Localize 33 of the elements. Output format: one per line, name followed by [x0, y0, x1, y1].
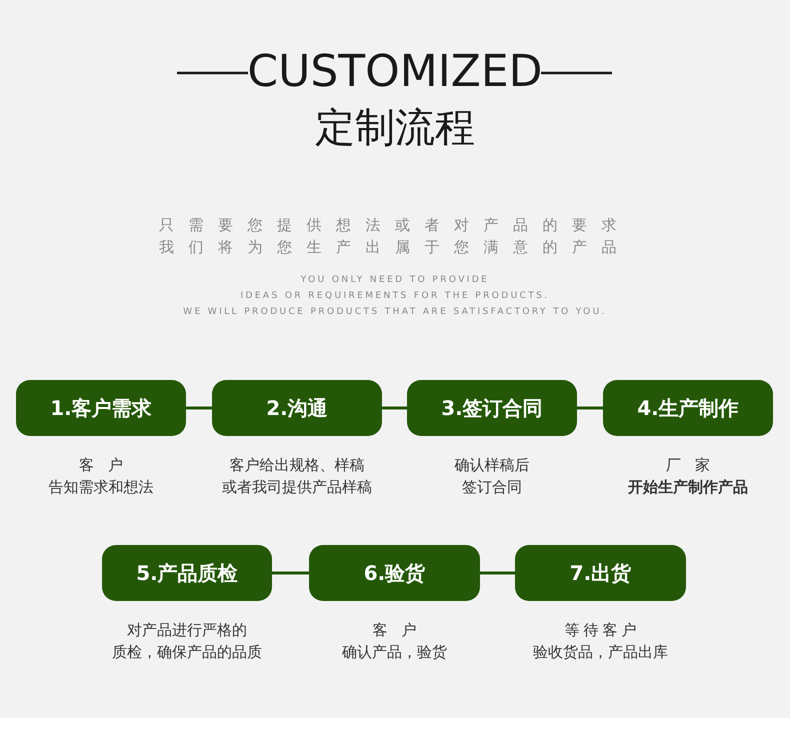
step-description: 厂家	[666, 456, 724, 475]
step-box: 7.出货	[515, 545, 686, 601]
english-intro-text: YOU ONLY NEED TO PROVIDE	[300, 275, 490, 285]
connector-line	[186, 406, 212, 410]
english-intro-text: IDEAS OR REQUIREMENTS FOR THE PRODUCTS.	[240, 291, 550, 301]
step-description: 等待客户	[564, 621, 640, 640]
subtitle: 定制流程	[315, 105, 475, 151]
step-description: 对产品进行严格的	[127, 621, 247, 640]
step-box: 2.沟通	[212, 380, 382, 436]
step-description: 质检，确保产品的品质	[112, 643, 262, 662]
connector-line	[382, 406, 407, 410]
step-description: 客户给出规格、样稿	[230, 456, 364, 475]
step-description: 验收货品，产品出库	[533, 643, 668, 662]
connector-line	[480, 572, 515, 574]
step-description: 确认产品，验货	[342, 643, 447, 662]
step-box: 1.客户需求	[16, 380, 186, 436]
step-box: 4.生产制作	[603, 380, 773, 436]
connector-line	[577, 406, 603, 410]
step-description: 签订合同	[462, 478, 522, 497]
step-description: 开始生产制作产品	[628, 478, 748, 497]
step-box: 5.产品质检	[102, 545, 272, 601]
intro-text: 我们将为您生产出属于您满意的产品	[159, 238, 631, 256]
step-box: 6.验货	[309, 545, 480, 601]
step-description: 告知需求和想法	[48, 478, 154, 497]
step-description: 客户	[79, 456, 137, 475]
step-description: 客户	[372, 621, 430, 640]
english-intro-text: WE WILL PRODUCE PRODUCTS THAT ARE SATISFACTORY TO YOU.	[183, 307, 607, 317]
step-box: 3.签订合同	[407, 380, 577, 436]
title: CUSTOMIZED	[247, 46, 543, 97]
intro-text: 只需要您提供想法或者对产品的要求	[159, 216, 631, 234]
step-description: 确认样稿后	[454, 456, 530, 475]
connector-line	[272, 572, 309, 574]
step-description: 或者我司提供产品样稿	[222, 478, 372, 497]
